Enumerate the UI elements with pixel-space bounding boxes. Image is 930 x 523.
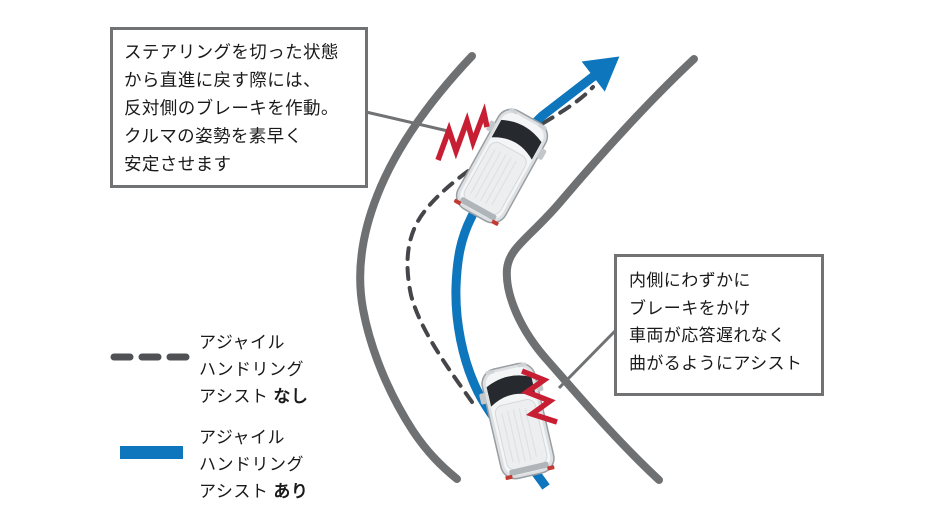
legend-line: アジャイル [199, 333, 285, 352]
callout-inner-brake-line: 内側にわずかに [629, 271, 751, 290]
callout-steering-line: クルマの姿勢を素早く [124, 126, 303, 146]
road-edge-right [502, 55, 698, 484]
legend-line: アシストあり [199, 482, 309, 501]
callout-inner-brake-line: 車両が応答遅れなく [629, 326, 786, 345]
legend-line: アシストなし [199, 387, 309, 406]
legend-solid-swatch [120, 446, 183, 459]
callout-steering-box: ステアリングを切った状態 から直進に戻す際には、 反対側のブレーキを作動。 クル… [110, 27, 368, 188]
trajectory-without-assist [405, 85, 595, 404]
legend-bold-suffix: あり [273, 482, 309, 501]
legend-with-assist-label: アジャイル ハンドリング アシストあり [199, 424, 308, 505]
callout-pointer-top [365, 110, 449, 133]
callout-inner-brake-line: ブレーキをかけ [629, 298, 751, 318]
legend-without-assist-label: アジャイル ハンドリング アシストなし [199, 329, 308, 410]
callout-steering-line: から直進に戻す際には、 [124, 70, 321, 90]
legend-line: ハンドリング [199, 455, 304, 474]
callout-steering-line: ステアリングを切った状態 [124, 42, 339, 62]
brake-flash-top-icon [435, 103, 490, 161]
road-edge-left [356, 52, 476, 483]
callout-pointer-right [557, 328, 618, 390]
legend-line: ハンドリング [199, 360, 304, 379]
callout-steering-line: 反対側のブレーキを作動。 [124, 98, 339, 118]
brake-flash-bottom-icon [520, 368, 558, 425]
callout-steering-line: 安定させます [124, 154, 232, 174]
legend-line: アジャイル [199, 428, 285, 447]
callout-inner-brake-line: 曲がるようにアシスト [629, 353, 803, 373]
legend-bold-suffix: なし [273, 387, 309, 406]
callout-inner-brake-box: 内側にわずかに ブレーキをかけ 車両が応答遅れなく 曲がるようにアシスト [614, 254, 824, 396]
